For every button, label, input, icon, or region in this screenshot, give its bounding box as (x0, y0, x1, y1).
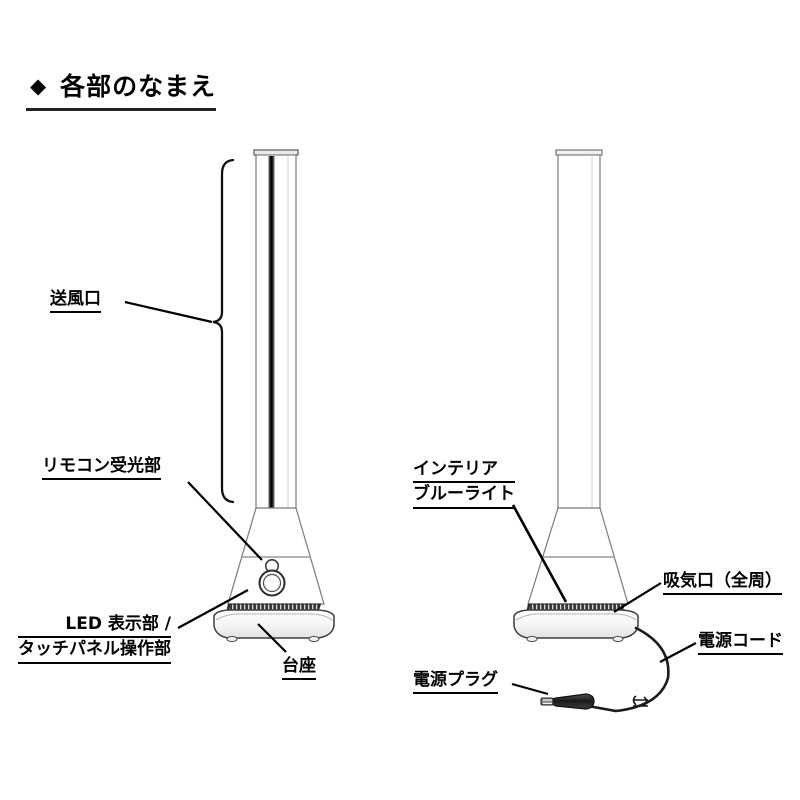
diamond-bullet-icon: ◆ (30, 74, 47, 98)
leader-air-intake (613, 582, 662, 613)
label-power-cord-line-1: 電源コード (698, 630, 783, 656)
rear-tower-column (557, 154, 601, 509)
rear-tower-top-cap (555, 149, 603, 156)
rear-pedestal-foot-right (612, 635, 624, 643)
air-outlet-brace (212, 158, 235, 504)
leader-interior-blue-light (511, 504, 568, 603)
page-title: ◆ 各部のなまえ (30, 74, 216, 99)
leader-air-outlet (124, 300, 213, 324)
pedestal-foot-right (308, 635, 320, 643)
cord-tie (632, 695, 648, 707)
rear-pedestal-foot-left (526, 635, 538, 643)
power-cord (586, 626, 670, 713)
leader-remote-receiver (187, 481, 263, 561)
front-unit-illustration (213, 149, 335, 643)
label-remote-receiver-line-1: リモコン受光部 (42, 455, 161, 481)
label-power-plug: 電源プラグ (413, 669, 498, 695)
label-power-cord: 電源コード (698, 630, 783, 656)
rear-unit-illustration (513, 149, 670, 713)
label-led-touch-panel: LED 表示部 / タッチパネル操作部 (18, 613, 171, 664)
page-title-underline (26, 108, 216, 111)
tower-top-cap (253, 149, 299, 156)
label-led-touch-panel-line-2: タッチパネル操作部 (18, 638, 171, 664)
rear-disc-pedestal (513, 609, 639, 639)
label-interior-blue-light-line-2: ブルーライト (413, 483, 515, 509)
pedestal-foot-left (226, 635, 238, 643)
power-plug (540, 693, 595, 710)
page-title-text: 各部のなまえ (60, 72, 217, 101)
label-air-intake-line-1: 吸気口（全周） (663, 570, 782, 596)
cone-base (227, 507, 325, 605)
disc-pedestal-highlight (215, 613, 333, 621)
rear-cone-base (527, 507, 629, 605)
label-led-touch-panel-line-1: LED 表示部 / (18, 613, 171, 639)
rear-disc-pedestal-highlight (515, 613, 637, 621)
disc-pedestal (213, 609, 335, 639)
label-interior-blue-light-line-1: インテリア (413, 458, 515, 484)
leader-pedestal (257, 623, 287, 653)
label-pedestal-line-1: 台座 (282, 655, 316, 681)
label-air-intake: 吸気口（全周） (663, 570, 782, 596)
leader-power-plug (511, 682, 549, 696)
label-pedestal: 台座 (282, 655, 316, 681)
leader-power-cord (659, 642, 697, 663)
label-air-outlet: 送風口 (50, 288, 101, 314)
leader-led-touch-panel (177, 589, 249, 629)
touch-panel-ring-inner (262, 573, 282, 593)
tower-column (255, 154, 297, 509)
label-power-plug-line-1: 電源プラグ (413, 669, 498, 695)
label-interior-blue-light: インテリア ブルーライト (413, 458, 515, 509)
label-air-outlet-line-1: 送風口 (50, 288, 101, 314)
label-remote-receiver: リモコン受光部 (42, 455, 161, 481)
